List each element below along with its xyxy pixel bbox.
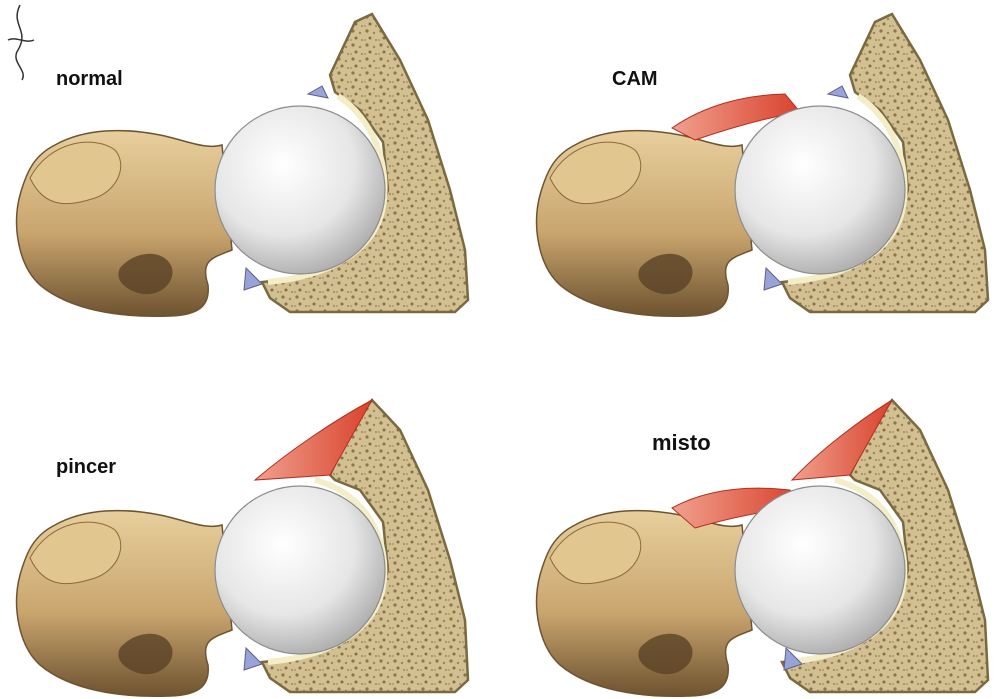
panel-normal: normal	[0, 0, 500, 349]
panel-label: pincer	[56, 456, 116, 479]
labrum-upper	[308, 86, 328, 98]
panel-cam: CAM	[500, 0, 1000, 349]
hip-joint-illustration	[500, 0, 1000, 349]
labrum-lower	[764, 268, 782, 290]
panel-label: misto	[652, 430, 711, 456]
hip-joint-illustration	[0, 350, 500, 699]
labrum-upper	[828, 86, 848, 98]
panel-label: CAM	[612, 68, 658, 91]
femoral-head	[215, 106, 385, 274]
labrum-lower	[244, 648, 262, 670]
femoral-head	[735, 486, 905, 654]
femoral-head	[215, 486, 385, 654]
hip-joint-illustration	[500, 350, 1000, 699]
artist-signature	[0, 0, 40, 85]
femoral-head	[735, 106, 905, 274]
panel-label: normal	[56, 68, 123, 91]
panel-misto: misto	[500, 350, 1000, 699]
hip-joint-illustration	[0, 0, 500, 349]
panel-pincer: pincer	[0, 350, 500, 699]
labrum-lower	[244, 268, 262, 290]
